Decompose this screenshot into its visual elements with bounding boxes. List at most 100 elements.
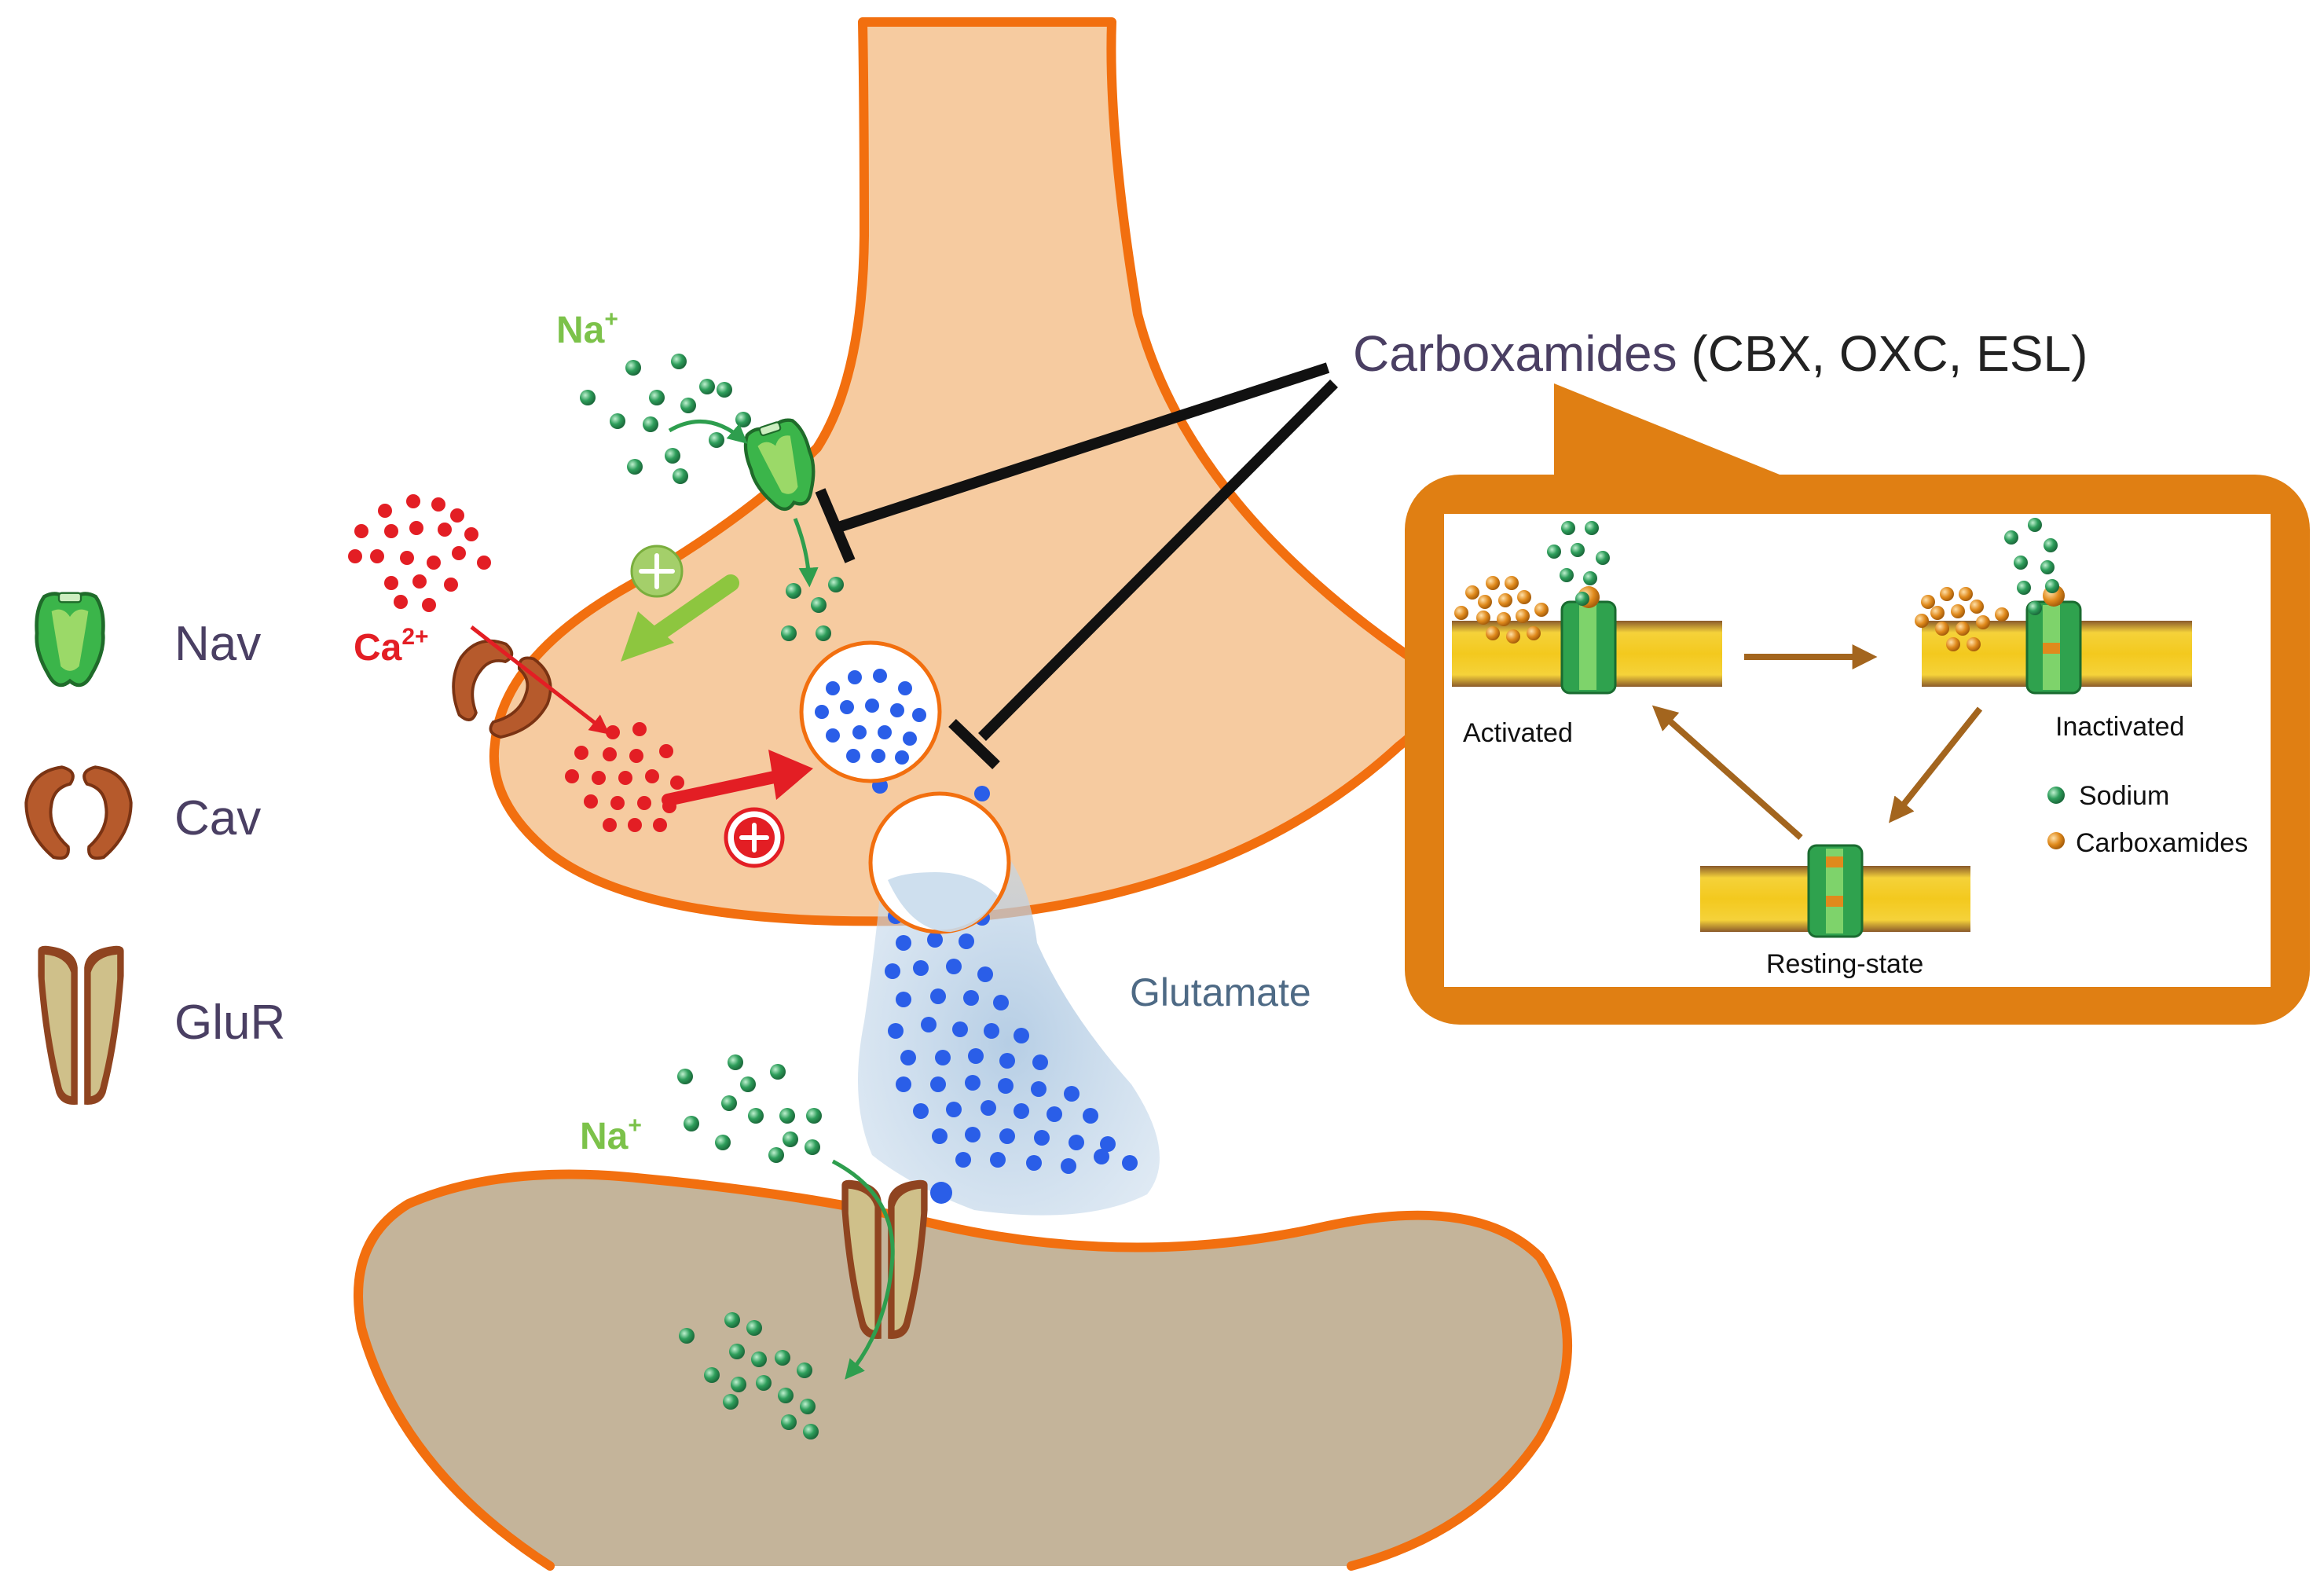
glutamate-molecule [885,963,900,979]
glutamate-molecule [984,1023,999,1039]
calcium-ion [412,574,427,589]
glutamate-molecule [999,1128,1015,1144]
label-na-top: Na+ [556,306,618,351]
sodium-ion [740,1076,756,1092]
sodium-ions-top [580,354,751,484]
label-ca-text: Ca [354,627,402,669]
sodium-ion [803,1424,819,1439]
inset-carboxamide [1454,606,1468,620]
sodium-ion [715,1135,731,1150]
sodium-ion [677,1069,693,1084]
inset-carboxamide [1970,600,1984,614]
label-na-bottom-text: Na [580,1116,629,1157]
fusing-vesicle-mask [888,872,998,932]
inset-carboxamide [1967,637,1981,651]
drug-title-rest: (CBX, OXC, ESL) [1677,325,2088,382]
glutamate-molecule [1083,1108,1098,1124]
calcium-ion [406,494,420,508]
sodium-ion [735,412,751,427]
drug-title-main: Carboxamides [1353,325,1677,382]
sodium-ions-postsyn-outside [677,1054,822,1163]
calcium-ion [354,524,368,538]
sodium-ions-inside [781,577,844,641]
sodium-ion [723,1394,739,1410]
sodium-ion [625,360,641,376]
glutamate-molecule [999,1053,1015,1069]
sodium-ion [679,1328,695,1344]
glutamate-molecule [1032,1054,1048,1070]
inset-carboxamide [1959,587,1973,601]
glutamate-molecule [963,990,979,1006]
sodium-ion [580,390,596,405]
release-arrowhead [768,750,813,800]
sodium-ions-postsyn-inside [679,1312,819,1439]
inset-sodium-ion [2014,556,2028,570]
sodium-ion [770,1064,786,1080]
inset-carboxamide [1478,595,1492,609]
inset-sodium-ion [2044,538,2058,552]
glutamate-molecule [848,670,862,684]
inset-carboxamide [1505,576,1519,590]
sodium-ion [805,1139,820,1155]
postsynaptic-membrane [354,1169,1572,1571]
sodium-ion [731,1377,746,1392]
inset-carboxamide [1498,593,1512,607]
calcium-ion [584,794,598,809]
label-na-top-sup: + [604,306,618,332]
glutamate-molecule [913,1103,929,1119]
calcium-ion [422,598,436,612]
glutamate-molecule [935,1050,951,1065]
sodium-ion [671,354,687,369]
label-na-top-text: Na [556,310,605,351]
calcium-ion [618,771,632,785]
inset-sodium-ion [2028,601,2042,615]
calcium-ion [477,556,491,570]
glutamate-molecule [896,1076,911,1092]
label-resting-state: Resting-state [1766,949,1923,979]
vesicle-glutamate [815,669,926,765]
glutamate-molecule [852,725,867,739]
label-glutamate: Glutamate [1130,970,1311,1014]
inset-sodium-ion [1561,521,1575,535]
legend-carboxamides-label: Carboxamides [2076,828,2248,858]
glutamate-molecule [913,960,929,976]
sodium-ion [704,1367,720,1383]
sodium-ion [828,577,844,592]
glutamate-molecule [930,988,946,1004]
inset-sodium-ion [1547,545,1561,559]
inset-carboxamide [1956,622,1970,636]
glutamate-molecule [878,725,892,739]
inset-carboxamide [1921,595,1935,609]
sodium-ion [781,625,797,641]
postsynaptic-terminal [358,1174,1567,1566]
glutamate-molecule [1094,1149,1109,1164]
membrane-inactivated [1922,585,2192,695]
calcium-ion [370,549,384,563]
inset-carboxamide [1465,585,1479,600]
sodium-ion [680,398,696,413]
calcium-ion [629,749,643,763]
calcium-ion [653,818,667,832]
calcium-ion [670,776,684,790]
glutamate-molecule [873,669,887,683]
glutamate-molecule [1014,1103,1029,1119]
glutamate-molecule [1069,1135,1084,1150]
calcium-ions-outside [348,494,491,612]
glutamate-molecule [888,1023,904,1039]
sodium-entry-arrow [793,518,819,588]
legend: Nav Cav GluR [26,593,285,1106]
sodium-ion [728,1054,743,1070]
inset-carboxamide [1995,607,2009,622]
inset-carboxamide [1946,637,1960,651]
glutamate-molecule [927,932,943,948]
membrane-resting [1700,844,1970,938]
label-ca: Ca2+ [354,624,429,669]
inset-sodium-ion [2028,518,2042,532]
legend-glur-icon [38,945,124,1106]
sodium-ion [816,625,831,641]
release-arrow [662,770,784,806]
glutamate-molecule [815,705,829,719]
sodium-ion [684,1116,699,1131]
glutamate-molecule [890,703,904,717]
glutamate-molecule [898,681,912,695]
